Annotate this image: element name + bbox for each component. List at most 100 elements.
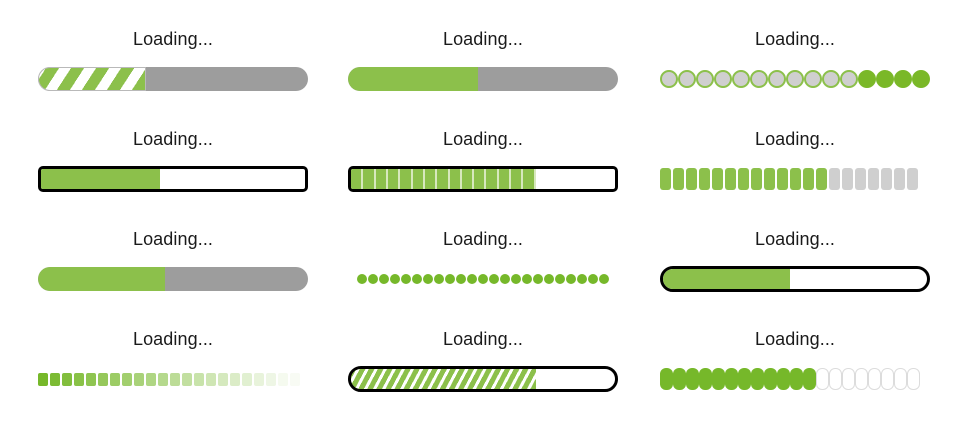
loading-bar-striped-pill-bar: Loading... <box>28 28 318 128</box>
bar-segment <box>881 168 892 190</box>
bar-segment <box>804 70 822 88</box>
bar-segment <box>466 274 477 284</box>
bar-segment <box>686 368 699 390</box>
bar-segment <box>62 372 72 386</box>
hatched-pill-bar-track-area <box>348 364 618 394</box>
bar-segment <box>98 372 108 386</box>
bar-segment <box>474 169 487 189</box>
bar-segment <box>673 168 684 190</box>
bar-segment <box>356 274 367 284</box>
bar-segment <box>411 274 422 284</box>
bar-segment <box>424 169 438 189</box>
bar-segment <box>660 70 678 88</box>
bar-segment <box>110 372 120 386</box>
bar-segment <box>750 70 768 88</box>
circle-segment-bar-track[interactable] <box>660 64 930 94</box>
bar-segment <box>842 168 853 190</box>
bar-segment <box>764 368 777 390</box>
bar-segment <box>499 274 510 284</box>
dot-segment-bar-label: Loading... <box>442 229 524 249</box>
bar-segment <box>840 70 858 88</box>
solid-pill-bar-2-fill <box>38 267 165 291</box>
bar-segment <box>375 169 388 189</box>
fading-square-bar-track[interactable] <box>38 364 308 394</box>
bar-segment <box>488 274 499 284</box>
bar-segment <box>498 169 512 189</box>
solid-pill-bar-2-track-area <box>38 264 308 294</box>
bar-segment <box>855 368 868 390</box>
bar-segment <box>351 169 364 189</box>
solid-pill-bar-2-track[interactable] <box>38 267 308 291</box>
bar-segment <box>158 372 168 386</box>
bar-segment <box>732 70 750 88</box>
loading-bar-notched-rect-bar: Loading... <box>338 128 628 228</box>
chip-segment-bar-track[interactable] <box>660 164 930 194</box>
bar-segment <box>511 169 524 189</box>
bar-segment <box>894 368 907 390</box>
bar-segment <box>367 274 378 284</box>
bar-segment <box>678 70 696 88</box>
bar-segment <box>686 168 697 190</box>
bar-segment <box>764 168 775 190</box>
bar-segment <box>738 368 751 390</box>
loading-bar-fading-square-bar: Loading... <box>28 328 318 428</box>
bar-segment <box>768 70 786 88</box>
bar-segment <box>816 168 827 190</box>
loading-bar-circle-segment-bar: Loading... <box>650 28 940 128</box>
bar-segment <box>907 168 918 190</box>
bar-segment <box>587 274 598 284</box>
bar-segment <box>254 372 264 386</box>
bar-segment <box>565 274 576 284</box>
bar-segment <box>912 70 930 88</box>
loading-bar-solid-pill-bar-2: Loading... <box>28 228 318 328</box>
bar-segment <box>714 70 732 88</box>
bar-segment <box>868 368 881 390</box>
bar-segment <box>725 368 738 390</box>
dot-segment-bar-track[interactable] <box>348 264 618 294</box>
bar-segment <box>389 274 400 284</box>
bar-segment <box>266 372 276 386</box>
outlined-pill-bar-track-area <box>660 264 930 294</box>
bar-segment <box>803 368 816 390</box>
loading-bar-outlined-rect-bar: Loading... <box>28 128 318 228</box>
bar-segment <box>449 169 462 189</box>
bar-segment <box>829 368 842 390</box>
outlined-pill-bar-fill <box>663 269 790 289</box>
bar-segment <box>777 168 788 190</box>
striped-pill-bar-track[interactable] <box>38 67 308 91</box>
bar-segment <box>790 168 801 190</box>
solid-pill-bar-track[interactable] <box>348 67 618 91</box>
bar-segment <box>894 70 912 88</box>
bar-segment <box>876 70 894 88</box>
bar-segment <box>278 372 288 386</box>
bar-segment <box>790 368 803 390</box>
bar-segment <box>134 372 144 386</box>
bar-segment <box>751 368 764 390</box>
solid-pill-bar-fill <box>348 67 478 91</box>
notched-rect-bar-track[interactable] <box>348 166 618 192</box>
bar-segment <box>74 372 84 386</box>
pill-chip-bar-track-area <box>660 364 930 394</box>
solid-pill-bar-track-area <box>348 64 618 94</box>
circle-segment-bar-track-area <box>660 64 930 94</box>
bar-segment <box>230 372 240 386</box>
bar-segment <box>816 368 829 390</box>
outlined-pill-bar-track[interactable] <box>660 266 930 292</box>
bar-segment <box>907 368 920 390</box>
bar-segment <box>855 168 866 190</box>
pill-chip-bar-track[interactable] <box>660 364 930 394</box>
outlined-rect-bar-track[interactable] <box>38 166 308 192</box>
bar-segment <box>725 168 736 190</box>
bar-segment <box>477 274 488 284</box>
loading-bar-chip-segment-bar: Loading... <box>650 128 940 228</box>
bar-segment <box>455 274 466 284</box>
bar-segment <box>400 274 411 284</box>
bar-segment <box>699 368 712 390</box>
loading-bar-solid-pill-bar: Loading... <box>338 28 628 128</box>
bar-segment <box>576 274 587 284</box>
bar-segment <box>543 274 554 284</box>
notched-rect-bar-track-area <box>348 164 618 194</box>
hatched-pill-bar-track[interactable] <box>348 366 618 392</box>
bar-segment <box>437 169 450 189</box>
